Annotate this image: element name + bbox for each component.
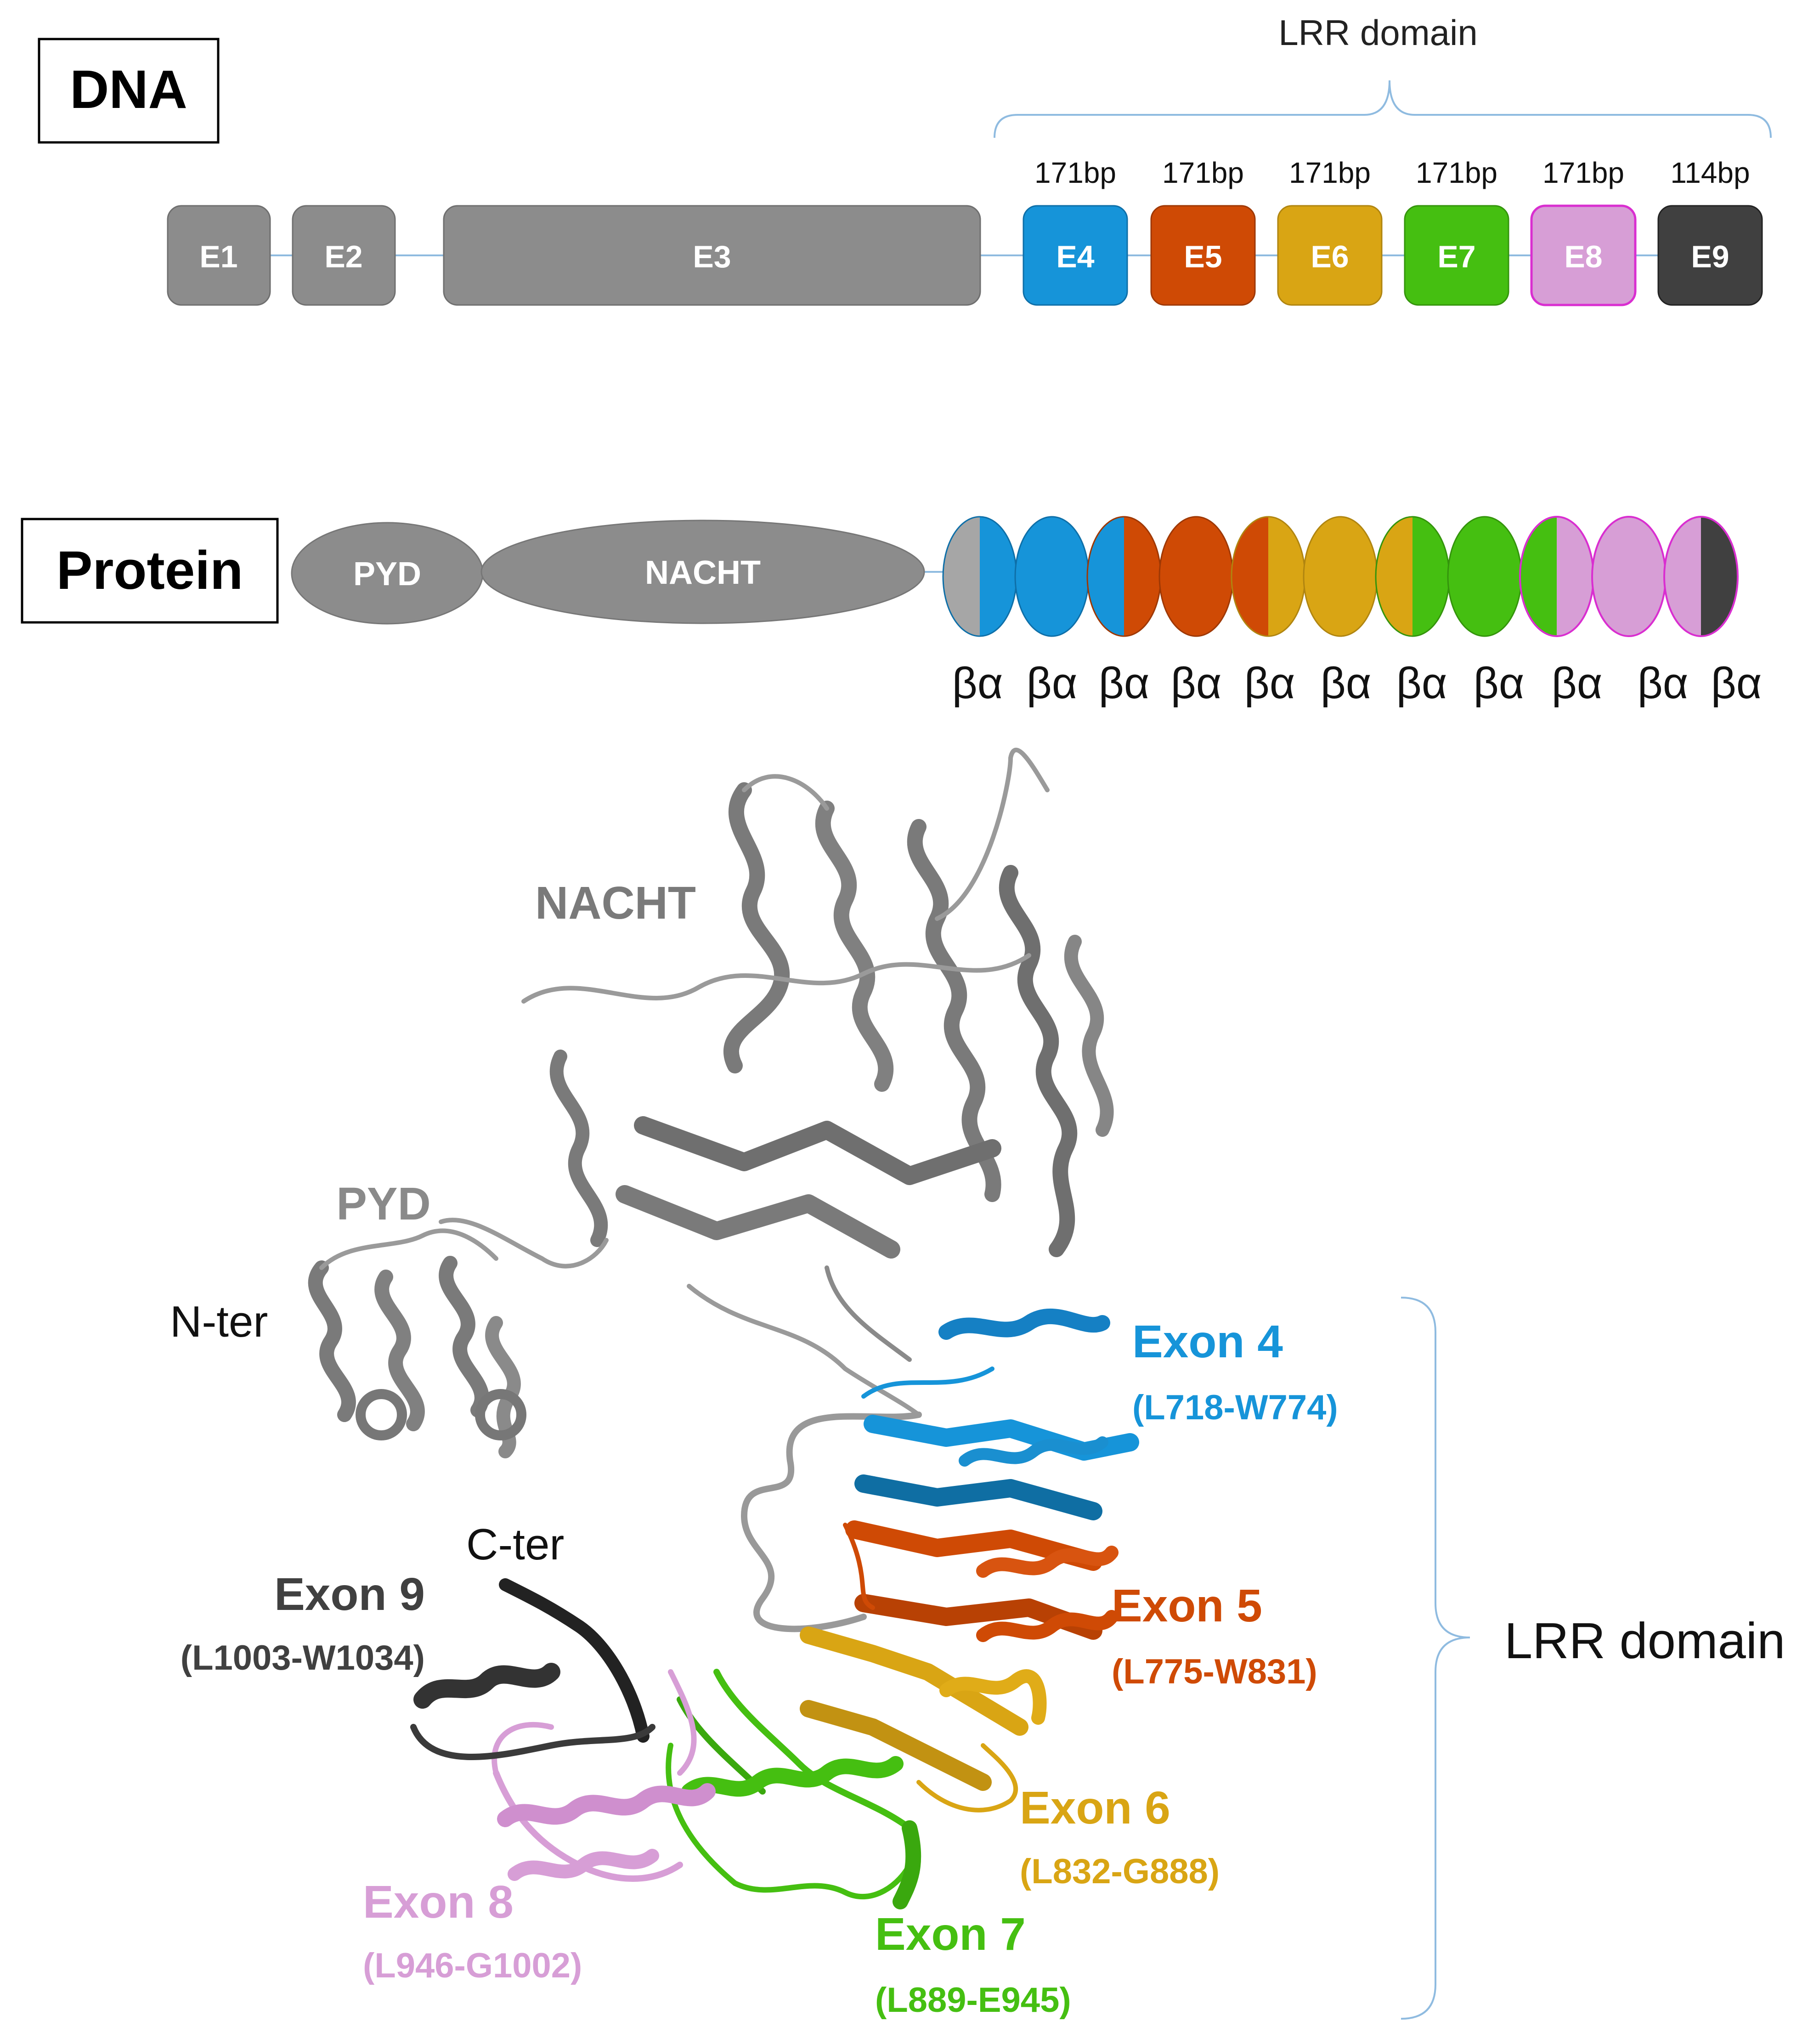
dna-label: DNA [70, 59, 187, 120]
exon5-name: Exon 5 [1112, 1580, 1262, 1632]
exon-e2-label: E2 [324, 239, 362, 274]
exon-e5-bp: 171bp [1162, 156, 1244, 189]
protein-structure-ribbon [308, 748, 1139, 1909]
structure-labels: NACHT PYD N-ter C-ter Exon 4 (L718-W774)… [170, 877, 1785, 2020]
exon8-name: Exon 8 [363, 1876, 514, 1928]
repeat-label-2: βα [1027, 659, 1078, 708]
lrr-repeat-6 [1304, 517, 1377, 636]
exon9-name: Exon 9 [274, 1569, 425, 1620]
exon6-range: (L832-G888) [1020, 1852, 1220, 1891]
structure-nter-label: N-ter [170, 1297, 268, 1346]
exon-e6-box [1277, 205, 1383, 306]
exon9-ribbon [410, 1578, 655, 1760]
exon-e3-box [443, 205, 981, 306]
nacht-ribbon [521, 748, 1114, 1417]
exon7-name: Exon 7 [875, 1908, 1026, 1960]
exon7-ribbon [666, 1669, 921, 1909]
dna-lrr-brace [994, 80, 1772, 138]
protein-section: Protein PYD NACHT [21, 516, 1762, 708]
repeat-label-10: βα [1638, 659, 1689, 708]
exon4-ribbon [854, 1308, 1139, 1520]
exon6-ribbon [800, 1626, 1047, 1812]
repeat-label-5: βα [1244, 659, 1295, 708]
protein-label: Protein [56, 540, 243, 601]
exon8-range: (L946-G1002) [363, 1946, 582, 1985]
exon-e8-label: E8 [1564, 239, 1602, 274]
dna-lrr-label: LRR domain [1278, 12, 1478, 53]
exon7-range: (L889-E945) [875, 1981, 1071, 2020]
exon-e7-bp: 171bp [1416, 156, 1497, 189]
exon5-ribbon [843, 1520, 1119, 1642]
exon6-name: Exon 6 [1020, 1782, 1170, 1834]
exon-e4-bp: 171bp [1034, 156, 1116, 189]
exon-e1-box [167, 205, 271, 306]
exon-e2-box [292, 205, 396, 306]
structure-lrr-brace [1401, 1297, 1470, 2020]
lrr-repeat-2 [1015, 517, 1089, 636]
exon-e6-bp: 171bp [1289, 156, 1371, 189]
lrr-linker [741, 1412, 922, 1632]
exon-e9-box [1657, 205, 1763, 306]
exon-e7-label: E7 [1437, 239, 1475, 274]
exon-e8-bp: 171bp [1542, 156, 1624, 189]
lrr-repeat-8 [1448, 517, 1521, 636]
exon-e4-label: E4 [1056, 239, 1094, 274]
pyd-ribbon [308, 1218, 609, 1458]
repeat-label-7: βα [1396, 659, 1447, 708]
domain-nacht-shape [480, 519, 925, 624]
exon-e5-box [1150, 205, 1256, 306]
exon-e7-box [1404, 205, 1509, 306]
lrr-repeat-10 [1592, 517, 1666, 636]
exon-e3-label: E3 [693, 239, 731, 274]
exon4-range: (L718-W774) [1132, 1388, 1338, 1427]
exon-e4-box [1023, 205, 1128, 306]
repeat-label-11: βα [1711, 659, 1762, 708]
domain-pyd-label: PYD [353, 556, 421, 593]
exon-e9-label: E9 [1691, 239, 1729, 274]
structure-cter-label: C-ter [466, 1520, 564, 1569]
exon-e8-box [1530, 204, 1637, 306]
exon-e6-label: E6 [1311, 239, 1349, 274]
repeat-label-6: βα [1321, 659, 1372, 708]
exon8-ribbon [492, 1669, 716, 1882]
repeat-label-8: βα [1474, 659, 1525, 708]
structure-nacht-label: NACHT [535, 877, 696, 929]
exon5-range: (L775-W831) [1112, 1652, 1317, 1691]
repeat-label-1: βα [952, 659, 1003, 708]
repeat-label-3: βα [1099, 659, 1150, 708]
exon-e9-bp: 114bp [1670, 156, 1750, 189]
structure-pyd-label: PYD [336, 1178, 431, 1230]
protein-label-box [21, 518, 279, 624]
exon9-range: (L1003-W1034) [181, 1638, 425, 1677]
dna-section: DNA LRR domain E1 E2 E3 171bp E4 171bp E… [38, 12, 1772, 306]
domain-nacht-label: NACHT [645, 554, 761, 591]
exon4-name: Exon 4 [1132, 1316, 1283, 1367]
exon-e1-label: E1 [199, 239, 237, 274]
lrr-repeat-4 [1159, 517, 1233, 636]
repeat-label-4: βα [1171, 659, 1222, 708]
repeat-label-9: βα [1552, 659, 1603, 708]
exon-e5-label: E5 [1184, 239, 1222, 274]
structure-lrr-label: LRR domain [1504, 1613, 1785, 1669]
dna-label-box [38, 38, 220, 144]
